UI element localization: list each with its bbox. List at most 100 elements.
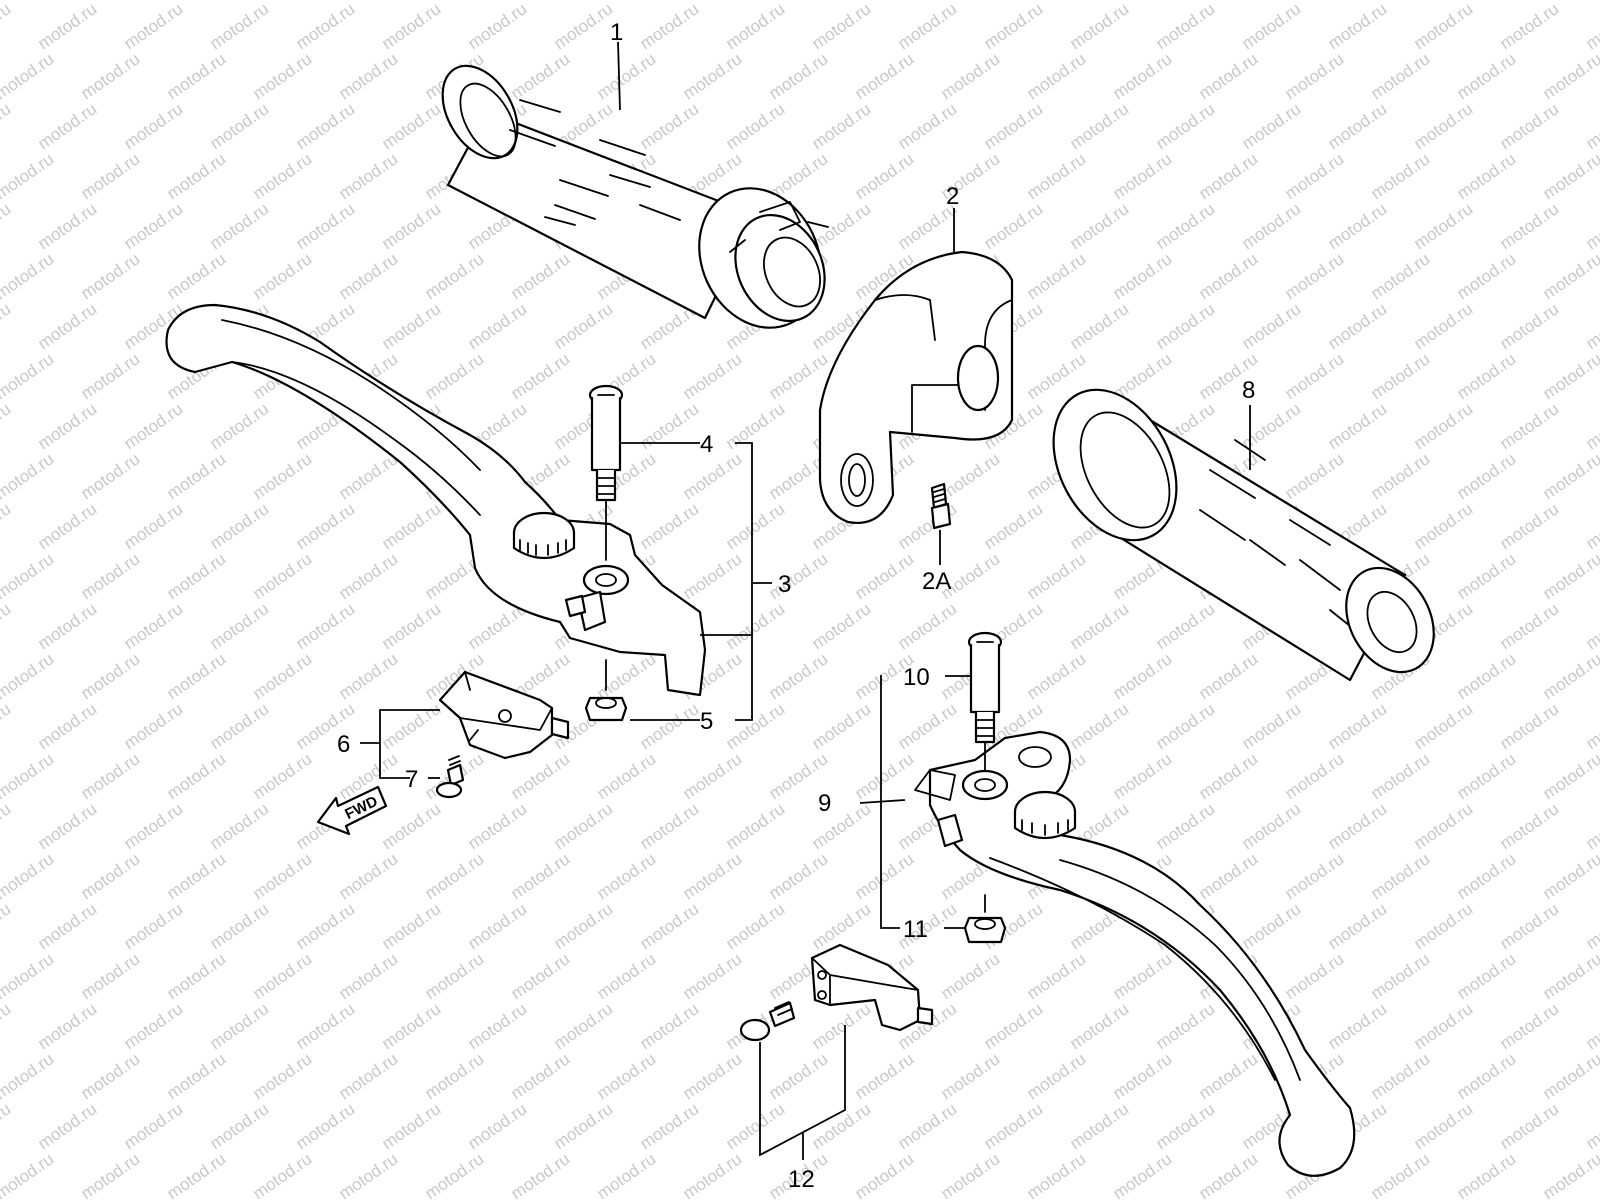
watermark-text: motod.ru bbox=[1195, 649, 1261, 703]
watermark-text: motod.ru bbox=[1496, 999, 1562, 1053]
watermark-text: motod.ru bbox=[77, 149, 143, 203]
watermark-text: motod.ru bbox=[378, 899, 444, 953]
watermark-text: motod.ru bbox=[1238, 699, 1304, 753]
watermark-text: motod.ru bbox=[292, 1099, 358, 1153]
watermark-text: motod.ru bbox=[550, 1099, 616, 1153]
watermark-text: motod.ru bbox=[34, 599, 100, 653]
watermark-text: motod.ru bbox=[421, 849, 487, 903]
watermark-text: motod.ru bbox=[0, 749, 57, 803]
watermark-text: motod.ru bbox=[1195, 149, 1261, 203]
watermark-text: motod.ru bbox=[1582, 99, 1600, 153]
watermark-text: motod.ru bbox=[1410, 699, 1476, 753]
watermark-text: motod.ru bbox=[1496, 799, 1562, 853]
watermark-text: motod.ru bbox=[1238, 199, 1304, 253]
watermark-text: motod.ru bbox=[1281, 749, 1347, 803]
watermark-text: motod.ru bbox=[1109, 1149, 1175, 1200]
watermark-text: motod.ru bbox=[0, 1149, 57, 1200]
watermark-text: motod.ru bbox=[34, 99, 100, 153]
watermark-text: motod.ru bbox=[163, 249, 229, 303]
watermark-text: motod.ru bbox=[378, 999, 444, 1053]
watermark-text: motod.ru bbox=[1582, 399, 1600, 453]
watermark-text: motod.ru bbox=[894, 99, 960, 153]
watermark-text: motod.ru bbox=[1582, 799, 1600, 853]
watermark-text: motod.ru bbox=[507, 1049, 573, 1103]
watermark-text: motod.ru bbox=[1410, 99, 1476, 153]
watermark-text: motod.ru bbox=[1066, 599, 1132, 653]
watermark-text: motod.ru bbox=[120, 0, 186, 53]
watermark-text: motod.ru bbox=[1281, 849, 1347, 903]
watermark-text: motod.ru bbox=[980, 999, 1046, 1053]
watermark-text: motod.ru bbox=[1152, 0, 1218, 53]
watermark-text: motod.ru bbox=[550, 999, 616, 1053]
watermark-text: motod.ru bbox=[1152, 99, 1218, 153]
part-9-clutch-lever bbox=[914, 730, 1356, 1177]
watermark-text: motod.ru bbox=[1453, 749, 1519, 803]
watermark-text: motod.ru bbox=[722, 899, 788, 953]
watermark-text: motod.ru bbox=[1023, 149, 1089, 203]
part-4-pivot-bolt bbox=[588, 384, 624, 561]
watermark-text: motod.ru bbox=[765, 49, 831, 103]
watermark-text: motod.ru bbox=[1152, 699, 1218, 753]
watermark-text: motod.ru bbox=[206, 799, 272, 853]
watermark-text: motod.ru bbox=[1023, 1049, 1089, 1103]
watermark-text: motod.ru bbox=[0, 599, 14, 653]
watermark-text: motod.ru bbox=[378, 699, 444, 753]
watermark-text: motod.ru bbox=[206, 99, 272, 153]
watermark-text: motod.ru bbox=[292, 99, 358, 153]
watermark-text: motod.ru bbox=[1496, 499, 1562, 553]
watermark-text: motod.ru bbox=[335, 549, 401, 603]
watermark-text: motod.ru bbox=[0, 949, 57, 1003]
watermark-text: motod.ru bbox=[722, 0, 788, 53]
watermark-text: motod.ru bbox=[1023, 949, 1089, 1003]
watermark-text: motod.ru bbox=[378, 99, 444, 153]
watermark-text: motod.ru bbox=[593, 649, 659, 703]
watermark-text: motod.ru bbox=[34, 899, 100, 953]
watermark-text: motod.ru bbox=[851, 1149, 917, 1200]
watermark-text: motod.ru bbox=[335, 849, 401, 903]
watermark-text: motod.ru bbox=[163, 1149, 229, 1200]
watermark-text: motod.ru bbox=[292, 899, 358, 953]
watermark-text: motod.ru bbox=[163, 1049, 229, 1103]
watermark-text: motod.ru bbox=[1453, 649, 1519, 703]
watermark-text: motod.ru bbox=[464, 1099, 530, 1153]
watermark-text: motod.ru bbox=[120, 999, 186, 1053]
watermark-text: motod.ru bbox=[249, 1149, 315, 1200]
watermark-text: motod.ru bbox=[679, 1049, 745, 1103]
watermark-text: motod.ru bbox=[1238, 0, 1304, 53]
watermark-text: motod.ru bbox=[1066, 99, 1132, 153]
watermark-text: motod.ru bbox=[1496, 899, 1562, 953]
callout-11: 11 bbox=[903, 916, 928, 943]
watermark-text: motod.ru bbox=[77, 549, 143, 603]
watermark-text: motod.ru bbox=[851, 749, 917, 803]
watermark-text: motod.ru bbox=[1324, 899, 1390, 953]
watermark-text: motod.ru bbox=[335, 449, 401, 503]
watermark-text: motod.ru bbox=[0, 0, 57, 3]
watermark-text: motod.ru bbox=[77, 649, 143, 703]
watermark-text: motod.ru bbox=[980, 499, 1046, 553]
watermark-text: motod.ru bbox=[120, 699, 186, 753]
watermark-text: motod.ru bbox=[120, 99, 186, 153]
watermark-text: motod.ru bbox=[249, 549, 315, 603]
watermark-text: motod.ru bbox=[550, 799, 616, 853]
watermark-text: motod.ru bbox=[937, 949, 1003, 1003]
watermark-text: motod.ru bbox=[636, 499, 702, 553]
watermark-text: motod.ru bbox=[1367, 949, 1433, 1003]
watermark-text: motod.ru bbox=[0, 149, 57, 203]
watermark-text: motod.ru bbox=[1582, 999, 1600, 1053]
watermark-text: motod.ru bbox=[1410, 999, 1476, 1053]
watermark-text: motod.ru bbox=[1324, 99, 1390, 153]
watermark-text: motod.ru bbox=[464, 999, 530, 1053]
watermark-text: motod.ru bbox=[1539, 649, 1600, 703]
watermark-text: motod.ru bbox=[1023, 649, 1089, 703]
watermark-text: motod.ru bbox=[1195, 49, 1261, 103]
watermark-text: motod.ru bbox=[0, 299, 14, 353]
watermark-text: motod.ru bbox=[1023, 49, 1089, 103]
watermark-text: motod.ru bbox=[1410, 899, 1476, 953]
watermark-text: motod.ru bbox=[249, 649, 315, 703]
callout-6: 6 bbox=[337, 731, 350, 758]
watermark-text: motod.ru bbox=[335, 1149, 401, 1200]
watermark-text: motod.ru bbox=[206, 199, 272, 253]
watermark-text: motod.ru bbox=[120, 799, 186, 853]
watermark-text: motod.ru bbox=[464, 899, 530, 953]
